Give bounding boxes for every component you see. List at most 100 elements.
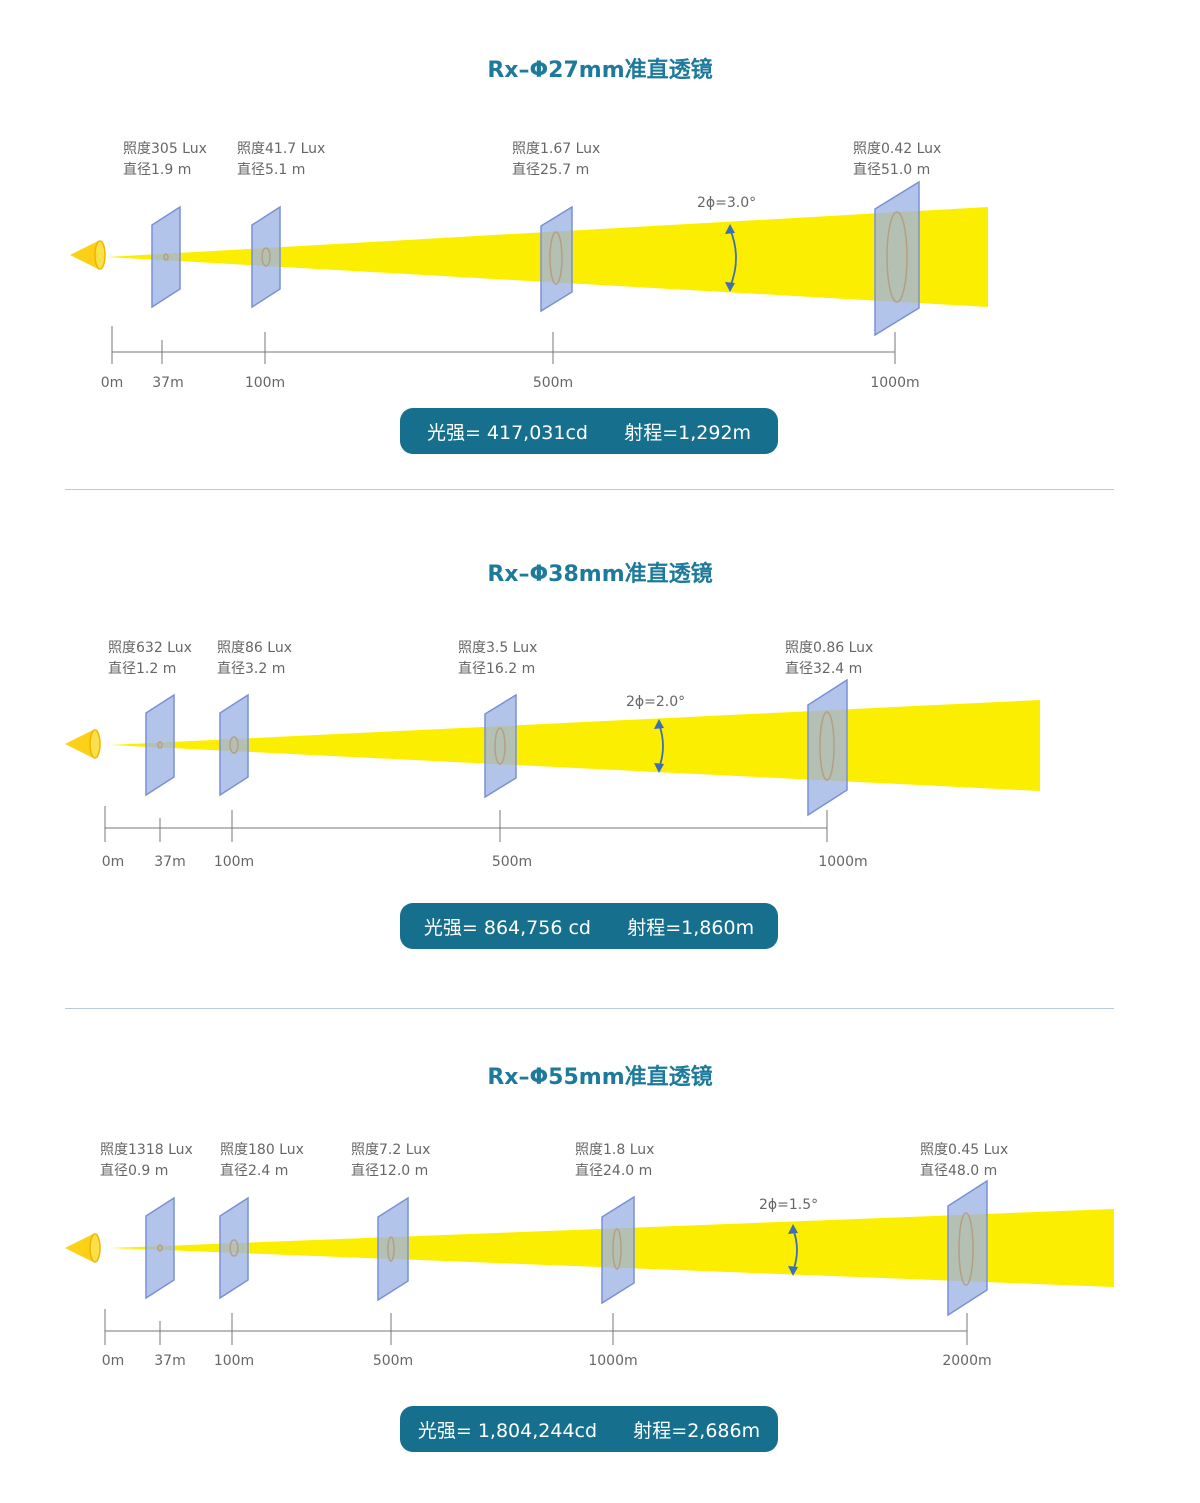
svg-text:直径0.9 m: 直径0.9 m: [100, 1162, 168, 1179]
measure-label: 照度86 Lux 直径3.2 m: [217, 640, 292, 677]
measure-label: 照度1.8 Lux 直径24.0 m: [575, 1142, 654, 1179]
svg-text:直径51.0 m: 直径51.0 m: [853, 161, 930, 178]
target-panel: [145, 1196, 175, 1300]
distance-axis: [104, 1309, 968, 1345]
svg-text:直径1.2 m: 直径1.2 m: [108, 660, 176, 677]
svg-text:照度1318 Lux: 照度1318 Lux: [100, 1142, 193, 1158]
svg-text:直径32.4 m: 直径32.4 m: [785, 660, 862, 677]
measure-label: 照度0.86 Lux 直径32.4 m: [785, 640, 873, 677]
section-title: Rx–Φ55mm准直透镜: [487, 1065, 713, 1090]
measure-label: 照度1.67 Lux 直径25.7 m: [512, 141, 600, 178]
light-beam: [110, 700, 1040, 791]
tick-label: 37m: [154, 1353, 185, 1369]
cone-light-icon: [70, 240, 106, 270]
tick-label: 37m: [154, 854, 185, 870]
tick-label: 0m: [101, 375, 124, 391]
measure-label: 照度632 Lux 直径1.2 m: [108, 640, 192, 677]
measure-label: 照度1318 Lux 直径0.9 m: [100, 1142, 193, 1179]
angle-label: 2ϕ=2.0°: [626, 694, 685, 710]
intensity-text: 光强= 417,031cd: [426, 421, 588, 444]
section-title: Rx–Φ38mm准直透镜: [487, 562, 713, 587]
cone-light-icon: [65, 1233, 101, 1263]
double-arrow-icon: [725, 224, 737, 292]
distance-axis: [111, 326, 896, 364]
svg-text:照度41.7 Lux: 照度41.7 Lux: [237, 141, 325, 157]
target-panel: [601, 1195, 635, 1305]
svg-text:照度3.5 Lux: 照度3.5 Lux: [458, 640, 537, 656]
cone-light-icon: [65, 729, 101, 759]
target-panel: [151, 205, 181, 309]
measure-label: 照度3.5 Lux 直径16.2 m: [458, 640, 537, 677]
measure-label: 照度7.2 Lux 直径12.0 m: [351, 1142, 430, 1179]
summary-badge: 光强= 417,031cd 射程=1,292m: [400, 408, 778, 454]
section-divider: [65, 489, 1114, 490]
tick-label: 2000m: [942, 1353, 991, 1369]
section-divider: [65, 1008, 1114, 1009]
distance-axis: [104, 806, 828, 842]
target-panel: [251, 205, 281, 309]
svg-text:直径5.1 m: 直径5.1 m: [237, 161, 305, 178]
svg-text:直径16.2 m: 直径16.2 m: [458, 660, 535, 677]
target-panel: [377, 1196, 409, 1302]
measure-label: 照度305 Lux 直径1.9 m: [123, 141, 207, 178]
svg-text:直径1.9 m: 直径1.9 m: [123, 161, 191, 178]
target-panel: [540, 205, 573, 313]
svg-text:直径24.0 m: 直径24.0 m: [575, 1162, 652, 1179]
tick-label: 0m: [102, 1353, 125, 1369]
summary-badge: 光强= 864,756 cd 射程=1,860m: [400, 903, 778, 949]
tick-label: 1000m: [870, 375, 919, 391]
beam-diagram: 2ϕ=3.0° 照度305 Lux 直径1.9 m 照度41.7 Lux 直径5…: [70, 141, 988, 391]
tick-label: 1000m: [818, 854, 867, 870]
svg-text:照度0.42 Lux: 照度0.42 Lux: [853, 141, 941, 157]
target-panel: [145, 693, 175, 797]
svg-text:照度1.67 Lux: 照度1.67 Lux: [512, 141, 600, 157]
measure-label: 照度180 Lux 直径2.4 m: [220, 1142, 304, 1179]
range-text: 射程=1,860m: [627, 916, 755, 939]
tick-label: 100m: [214, 854, 254, 870]
section-27mm: Rx–Φ27mm准直透镜 2ϕ=: [0, 0, 1200, 500]
svg-text:照度0.45 Lux: 照度0.45 Lux: [920, 1142, 1008, 1158]
tick-label: 100m: [245, 375, 285, 391]
summary-badge: 光强= 1,804,244cd 射程=2,686m: [400, 1406, 778, 1452]
svg-text:直径2.4 m: 直径2.4 m: [220, 1162, 288, 1179]
target-panel: [947, 1179, 988, 1317]
target-panel: [219, 693, 249, 797]
svg-text:照度632 Lux: 照度632 Lux: [108, 640, 192, 656]
beam-diagram: 2ϕ=1.5° 照度1318 Lux 直径0.9 m 照度180 Lux 直径2…: [65, 1142, 1114, 1369]
range-text: 射程=1,292m: [624, 421, 752, 444]
target-panel: [807, 678, 848, 817]
angle-label: 2ϕ=1.5°: [759, 1197, 818, 1213]
angle-label: 2ϕ=3.0°: [697, 195, 756, 211]
svg-text:直径25.7 m: 直径25.7 m: [512, 161, 589, 178]
section-55mm: Rx–Φ55mm准直透镜: [0, 1003, 1200, 1503]
svg-text:直径48.0 m: 直径48.0 m: [920, 1162, 997, 1179]
svg-text:照度1.8 Lux: 照度1.8 Lux: [575, 1142, 654, 1158]
svg-text:照度180 Lux: 照度180 Lux: [220, 1142, 304, 1158]
target-panel: [219, 1196, 249, 1300]
measure-label: 照度41.7 Lux 直径5.1 m: [237, 141, 325, 178]
tick-label: 37m: [152, 375, 183, 391]
beam-diagram: 2ϕ=2.0° 照度632 Lux 直径1.2 m 照度86 Lux 直径3.2…: [65, 640, 1040, 870]
section-title: Rx–Φ27mm准直透镜: [487, 58, 713, 83]
tick-label: 0m: [102, 854, 125, 870]
svg-text:直径12.0 m: 直径12.0 m: [351, 1162, 428, 1179]
tick-label: 100m: [214, 1353, 254, 1369]
tick-label: 500m: [492, 854, 532, 870]
intensity-text: 光强= 864,756 cd: [423, 916, 591, 939]
svg-text:照度86 Lux: 照度86 Lux: [217, 640, 292, 656]
tick-label: 500m: [373, 1353, 413, 1369]
double-arrow-icon: [788, 1224, 798, 1276]
target-panel: [484, 693, 517, 799]
tick-label: 1000m: [588, 1353, 637, 1369]
svg-text:照度0.86 Lux: 照度0.86 Lux: [785, 640, 873, 656]
range-text: 射程=2,686m: [633, 1419, 761, 1442]
double-arrow-icon: [654, 719, 664, 773]
measure-label: 照度0.45 Lux 直径48.0 m: [920, 1142, 1008, 1179]
tick-label: 500m: [533, 375, 573, 391]
svg-text:照度7.2 Lux: 照度7.2 Lux: [351, 1142, 430, 1158]
section-38mm: Rx–Φ38mm准直透镜 2ϕ=2.0° 照度6: [0, 500, 1200, 1000]
measure-label: 照度0.42 Lux 直径51.0 m: [853, 141, 941, 178]
svg-text:直径3.2 m: 直径3.2 m: [217, 660, 285, 677]
intensity-text: 光强= 1,804,244cd: [417, 1419, 598, 1442]
target-panel: [874, 180, 920, 337]
